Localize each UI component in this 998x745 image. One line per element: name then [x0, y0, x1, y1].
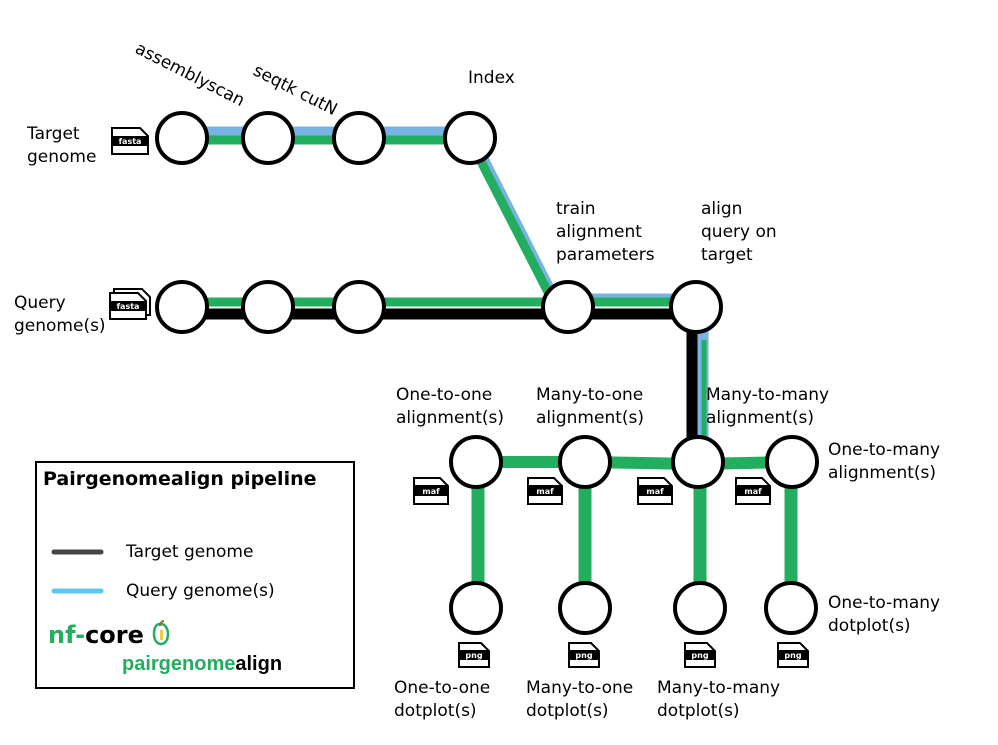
- maf-file-icon: maf: [735, 477, 771, 505]
- legend-label-query: Query genome(s): [126, 581, 275, 601]
- maf-file-icon: maf: [637, 477, 673, 505]
- node-many-to-one-dotplot: [558, 581, 612, 635]
- svg-text:pairgenomealign: pairgenomealign: [122, 653, 282, 675]
- label-seqtk: seqtk cutN: [250, 61, 341, 120]
- legend-title: Pairgenomealign pipeline: [43, 468, 317, 490]
- maf-file-icon: maf: [413, 477, 449, 505]
- node-one-to-many-dotplot: [764, 581, 818, 635]
- fasta-files-icon: fasta: [109, 288, 151, 320]
- label-one-to-many-alignment: One-to-many alignment(s): [828, 440, 945, 483]
- node-query-input: [155, 280, 209, 334]
- node-one-to-many-alignment: [765, 435, 819, 489]
- legend: Pairgenomealign pipeline Target genome Q…: [35, 461, 355, 689]
- label-assemblyscan: assemblyscan: [132, 39, 248, 111]
- svg-text:png: png: [575, 651, 592, 660]
- node-seqtk: [332, 111, 386, 165]
- node-assemblyscan: [241, 111, 295, 165]
- svg-text:nf-core: nf-core: [48, 621, 144, 649]
- legend-label-target: Target genome: [125, 542, 253, 562]
- svg-text:fasta: fasta: [119, 137, 142, 146]
- svg-text:png: png: [784, 651, 801, 660]
- svg-text:fasta: fasta: [117, 302, 140, 311]
- label-train: train alignment parameters: [556, 199, 655, 265]
- node-one-to-one-dotplot: [449, 581, 503, 635]
- svg-text:maf: maf: [536, 487, 554, 496]
- label-align: align query on target: [701, 199, 782, 265]
- svg-text:png: png: [465, 651, 482, 660]
- svg-text:png: png: [691, 651, 708, 660]
- label-query-genome: Query genome(s): [14, 293, 106, 336]
- svg-text:maf: maf: [744, 487, 762, 496]
- node-one-to-one-alignment: [449, 435, 503, 489]
- node-many-to-many-alignment: [671, 435, 725, 489]
- label-many-to-many-alignment: Many-to-many alignment(s): [706, 385, 835, 428]
- label-many-to-one-alignment: Many-to-one alignment(s): [536, 385, 649, 428]
- node-many-to-one-alignment: [558, 435, 612, 489]
- apple-icon: [152, 620, 170, 646]
- maf-file-icon: maf: [527, 477, 563, 505]
- fasta-file-icon: fasta: [111, 127, 149, 155]
- svg-text:maf: maf: [422, 487, 440, 496]
- file-icons: fasta fasta maf maf maf maf: [109, 127, 809, 668]
- node-target-input: [155, 111, 209, 165]
- label-one-to-one-alignment: One-to-one alignment(s): [396, 385, 504, 428]
- png-file-icon: png: [568, 642, 600, 668]
- label-target-genome: Target genome: [26, 124, 96, 167]
- label-many-to-many-dotplot: Many-to-many dotplot(s): [657, 678, 786, 721]
- node-query-seqtk: [332, 280, 386, 334]
- pipeline-nodes: [155, 111, 819, 635]
- png-file-icon: png: [777, 642, 809, 668]
- legend-box: [35, 461, 355, 689]
- node-align: [669, 280, 723, 334]
- label-one-to-many-dotplot: One-to-many dotplot(s): [828, 593, 945, 636]
- nf-core-logo: nf-core pairgenomealign: [48, 620, 282, 675]
- node-index: [443, 111, 497, 165]
- node-train: [541, 280, 595, 334]
- png-file-icon: png: [684, 642, 716, 668]
- node-many-to-many-dotplot: [673, 581, 727, 635]
- label-index: Index: [468, 68, 515, 88]
- png-file-icon: png: [458, 642, 490, 668]
- label-many-to-one-dotplot: Many-to-one dotplot(s): [526, 678, 639, 721]
- label-one-to-one-dotplot: One-to-one dotplot(s): [394, 678, 496, 721]
- svg-text:maf: maf: [646, 487, 664, 496]
- node-query-assemblyscan: [241, 280, 295, 334]
- alignment-row-line: [476, 456, 793, 470]
